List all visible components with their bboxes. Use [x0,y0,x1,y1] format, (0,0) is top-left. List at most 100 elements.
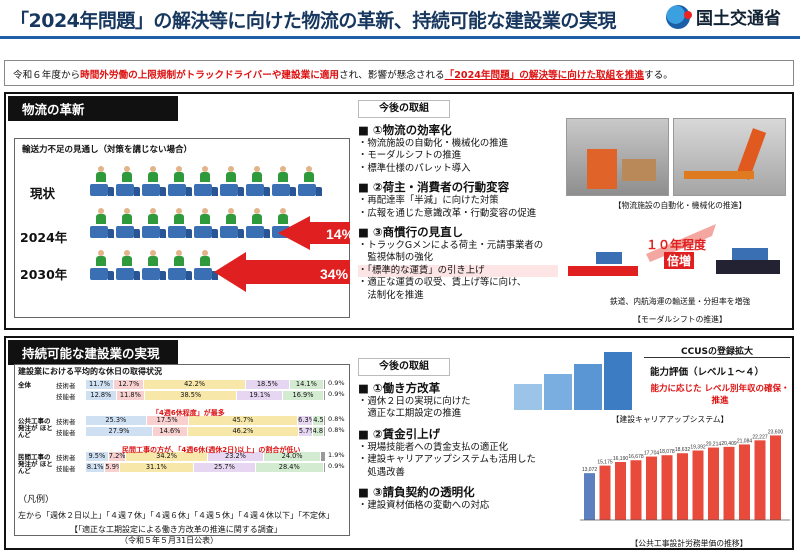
bar-segment: 11.7% [86,380,115,389]
truck-row-2024 [90,208,350,238]
undefined-value: 1.9% [328,451,345,459]
measure-item: 適正な工期設定の推進 [358,408,462,420]
measure-item: 法制化を推進 [358,289,424,301]
container-shape [596,252,622,264]
wage-value-label: 17,704 [644,451,660,457]
driver-icon [96,250,106,266]
ccus-caption: 【建設キャリアアップシステム】 [611,415,729,424]
driver-icon [278,166,288,182]
row-type-label: 技術者 [56,382,76,390]
measure-item: ・「標準的な運賃」の引き上げ [358,264,558,278]
measure-title: ■ ③請負契約の透明化 [358,485,475,500]
bar-segment: 8.1% [86,463,106,472]
bar-segment: 6.3% [298,416,314,425]
driver-icon [122,208,132,224]
bar-segment: 14.6% [152,427,188,436]
construction-heading: 持続可能な建設業の実現 [8,340,178,365]
ccus-levels-illustration [514,352,632,410]
wage-bar [646,456,657,520]
legend-note: 左から「週休２日以上」「４週７休」「４週６休」「４週５休」「４週４休以下」「不定… [18,511,334,520]
ccus-eval: 能力評価（レベル１〜４） [650,367,765,378]
train-shape [568,266,638,276]
bar-segment: 38.5% [145,391,238,400]
undefined-value: 0.9% [328,462,345,470]
row-type-label: 技能者 [56,429,76,437]
bar-segment: 12.7% [114,380,145,389]
bar-segment: 27.9% [86,427,153,436]
arrow-34 [214,252,350,292]
bar-segment: 4.5% [313,416,325,425]
measure-item: ・モーダルシフトの推進 [358,150,462,162]
measure-title: ■ ②賃金引上げ [358,426,441,441]
measure-item: ・再配達率「半減」に向けた対策 [358,195,499,207]
wage-bar [615,461,626,520]
truck-icon [116,184,140,196]
source-line: 【「適正な工期設定による働き方改革の推進に関する調査」 [70,525,282,534]
group-label: 民間工事の発注が ほとんど [18,453,53,476]
group-label: 全体 [18,381,31,389]
driver-icon [278,208,288,224]
driver-icon [96,166,106,182]
driver-icon [200,166,210,182]
wage-caption: 【公共工事設計労務単価の推移】 [630,539,748,548]
bar-segment: 11.8% [116,391,146,400]
arrow-14 [278,216,350,250]
growth-arrow [646,224,716,262]
driver-icon [226,166,236,182]
intro-part: 令和６年度から [13,70,81,81]
wage-value-label: 20,409 [721,441,737,447]
measure-item: ・現場技能者への賃金支払の適正化 [358,441,509,453]
measure-item: 処遇改善 [358,466,405,478]
chart-note-1: 「4週6休程度」が最多 [152,409,225,417]
logo-text: 国土交通省 [696,9,781,29]
truck-icon [90,268,114,280]
undefined-value: 0.9% [328,390,345,398]
measure-item: ・建設資材価格の変動への対応 [358,500,490,512]
bar-segment: 34.2% [126,452,209,461]
driver-icon [96,208,106,224]
intro-highlight: 「2024年問題」の解決等に向けた取組を推進 [444,70,645,81]
truck-icon [116,226,140,238]
row-label: 2024年 [20,230,68,245]
row-type-label: 技術者 [56,454,76,462]
truck-icon [272,184,296,196]
logistics-future-label: 今後の取組 [358,100,450,118]
logo-icon [666,4,692,29]
truck-row-2030 [90,250,240,280]
measure-title: ■ ②荷主・消費者の行動変容 [358,180,510,195]
shortage-chart-title: 輸送力不足の見通し（対策を講じない場合） [22,145,193,155]
bar-segment: 28.4% [255,463,324,472]
wage-bar [723,446,735,520]
undefined-value: 0.8% [328,426,345,434]
holiday-chart-title: 建設業における平均的な休日の取得状況 [18,367,162,376]
bar-segment: 45.7% [188,416,299,425]
forklift-shape [587,149,617,189]
truck-icon [142,226,166,238]
bar-segment [321,452,326,461]
wage-value-label: 23,600 [768,429,784,435]
driver-icon [200,250,210,266]
wage-value-label: 18,632 [675,447,691,453]
truck-icon [168,226,192,238]
header-rule [0,36,800,39]
bar-segment: 31.1% [119,463,195,472]
wage-bar [677,453,688,520]
truck-row-current [90,166,350,196]
row-label: 2030年 [20,267,68,282]
measure-title: ■ ①働き方改革 [358,381,441,395]
driver-icon [122,250,132,266]
conveyor-shape [684,171,754,179]
measure-item: ・標準仕様のパレット導入 [358,162,471,174]
driver-icon [252,166,262,182]
page-title: 「2024年問題」の解決等に向けた物流の革新、持続可能な建設業の実現 [10,10,616,32]
shortage-34-label: 34% [320,266,349,282]
bar-segment [323,391,326,400]
intro-part: され、影響が懸念される [339,70,445,81]
bar-segment: 24.0% [263,452,322,461]
row-label: 現状 [30,186,56,201]
bar-segment [323,463,326,472]
wage-bar [584,473,595,520]
wage-bar [770,435,781,520]
bar-segment: 14.1% [290,380,324,389]
